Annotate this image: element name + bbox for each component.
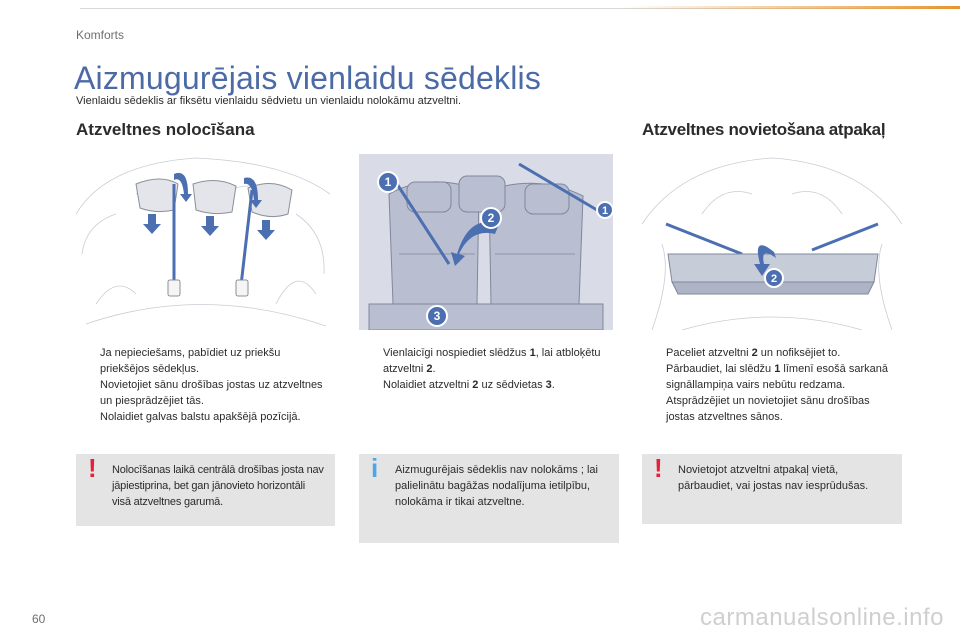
callout-1-left-icon: 1 bbox=[377, 171, 399, 193]
list-item: Pārbaudiet, lai slēdžu 1 līmenī esošā sa… bbox=[642, 361, 894, 393]
figure-backrest-raising: 2 bbox=[642, 154, 902, 330]
warning-note-belts-trapped: ! Novietojot atzveltni atpakaļ vietā, pā… bbox=[642, 454, 902, 524]
callout-2-icon: 2 bbox=[480, 207, 502, 229]
step-ref: 3 bbox=[545, 379, 552, 391]
list-item: Ja nepieciešams, pabīdiet uz priekšu pri… bbox=[76, 345, 328, 377]
info-icon: i bbox=[371, 453, 379, 483]
step-text: . bbox=[551, 379, 555, 391]
note-text: Aizmugurējais sēdeklis nav nolokāms ; la… bbox=[395, 464, 598, 508]
list-item: Nolaidiet atzveltni 2 uz sēdvietas 3. bbox=[359, 377, 611, 393]
callout-1-right-icon: 1 bbox=[596, 201, 613, 219]
step-ref: 1 bbox=[774, 363, 781, 375]
step-text: Atsprādzējiet un novietojiet sānu drošīb… bbox=[666, 395, 870, 423]
header-accent bbox=[620, 6, 960, 9]
step-text: un nofiksējiet to. bbox=[757, 347, 841, 359]
watermark: carmanualsonline.info bbox=[700, 604, 944, 631]
steps-list-unlock: Vienlaicīgi nospiediet slēdžus 1, lai at… bbox=[359, 345, 611, 393]
callout-3-icon: 3 bbox=[426, 305, 448, 327]
rear-seat-illustration-2: 1 2 3 1 bbox=[359, 154, 613, 330]
section-label: Komforts bbox=[76, 28, 125, 42]
step-text: Vienlaicīgi nospiediet slēdžus bbox=[383, 347, 530, 359]
step-ref: 2 bbox=[426, 363, 433, 375]
warning-icon: ! bbox=[88, 453, 97, 483]
step-text: uz sēdvietas bbox=[478, 379, 546, 391]
warning-icon: ! bbox=[654, 453, 663, 483]
callout-2-label: 2 bbox=[488, 211, 495, 225]
header-rule bbox=[80, 8, 960, 9]
step-text: , lai atbloķētu atzveltni bbox=[383, 347, 601, 375]
list-item: Atsprādzējiet un novietojiet sānu drošīb… bbox=[642, 393, 894, 425]
step-text: Nolaidiet atzveltni bbox=[383, 379, 473, 391]
step-ref: 1 bbox=[529, 347, 536, 359]
step-text: līmenī esošā sarkanā signāllampiņa vairs… bbox=[666, 363, 888, 391]
callout-1-right-label: 1 bbox=[602, 205, 608, 217]
step-text: Pārbaudiet, lai slēdžu bbox=[666, 363, 775, 375]
list-item: Nolaidiet galvas balstu apakšējā pozīcij… bbox=[76, 409, 328, 425]
heading-return-backrest: Atzveltnes novietošana atpakaļ bbox=[642, 120, 886, 139]
rear-seat-illustration-3: 2 bbox=[642, 157, 902, 330]
page-number: 60 bbox=[32, 612, 46, 626]
step-text: Ja nepieciešams, pabīdiet uz priekšu pri… bbox=[100, 347, 281, 375]
warning-note-center-belt: ! Nolocīšanas laikā centrālā drošības jo… bbox=[76, 454, 335, 526]
list-item: Vienlaicīgi nospiediet slēdžus 1, lai at… bbox=[359, 345, 611, 377]
callout-2-icon-fig3: 2 bbox=[764, 268, 784, 288]
figure-backrest-folding: 1 2 3 1 bbox=[359, 154, 613, 330]
callout-1-left-label: 1 bbox=[385, 175, 392, 189]
figure-headrests-lowering bbox=[76, 154, 330, 330]
list-item: Novietojiet sānu drošības jostas uz atzv… bbox=[76, 377, 328, 409]
note-text: Novietojot atzveltni atpakaļ vietā, pārb… bbox=[678, 464, 869, 492]
step-text: Novietojiet sānu drošības jostas uz atzv… bbox=[100, 379, 323, 407]
step-text: Nolaidiet galvas balstu apakšējā pozīcij… bbox=[100, 411, 301, 423]
rear-seat-illustration-1 bbox=[76, 157, 330, 327]
step-ref: 2 bbox=[472, 379, 479, 391]
callout-2-label-fig3: 2 bbox=[771, 273, 777, 285]
steps-list-return: Paceliet atzveltni 2 un nofiksējiet to. … bbox=[642, 345, 894, 425]
info-note-seat-not-foldable: i Aizmugurējais sēdeklis nav nolokāms ; … bbox=[359, 454, 619, 543]
heading-fold-backrest: Atzveltnes nolocīšana bbox=[76, 120, 255, 139]
page-subtitle: Vienlaidu sēdeklis ar fiksētu vienlaidu … bbox=[76, 95, 462, 107]
callout-3-label: 3 bbox=[434, 309, 441, 323]
page-title: Aizmugurējais vienlaidu sēdeklis bbox=[74, 60, 542, 96]
step-text: . bbox=[432, 363, 436, 375]
step-text: Paceliet atzveltni bbox=[666, 347, 752, 359]
note-text: Nolocīšanas laikā centrālā drošības jost… bbox=[112, 464, 324, 508]
step-ref: 2 bbox=[751, 347, 758, 359]
list-item: Paceliet atzveltni 2 un nofiksējiet to. bbox=[642, 345, 894, 361]
steps-list-fold: Ja nepieciešams, pabīdiet uz priekšu pri… bbox=[76, 345, 328, 425]
